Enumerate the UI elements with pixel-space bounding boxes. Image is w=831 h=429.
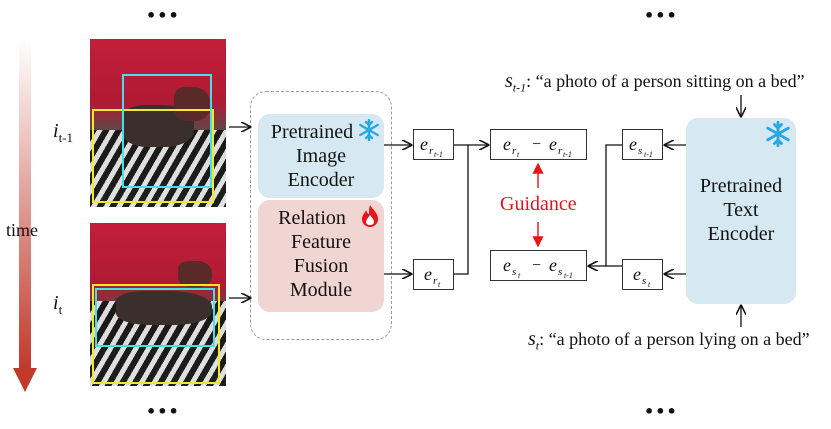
relation-line-1: Relation	[278, 207, 346, 229]
feature-box-s-curr	[622, 259, 663, 290]
caption-curr: st: “a photo of a person lying on a bed”	[528, 328, 810, 354]
frame-curr-sub: t	[58, 302, 63, 317]
text-encoder-line-3: Encoder	[707, 223, 775, 245]
ellipsis-top-right: •••	[644, 6, 678, 25]
svg-text:e: e	[503, 134, 511, 154]
relation-line-2: Feature	[291, 231, 351, 253]
text-encoder: Pretrained Text Encoder	[686, 118, 796, 304]
svg-text:e: e	[633, 264, 641, 284]
caption-prev-symbol: s	[505, 70, 513, 92]
snowflake-icon	[766, 121, 790, 147]
svg-text:t-1: t-1	[563, 150, 572, 159]
svg-text:s: s	[558, 266, 562, 278]
text-encoder-line-1: Pretrained	[699, 175, 783, 197]
caption-prev-sub: t-1	[512, 80, 527, 95]
frame-curr-image	[90, 223, 226, 386]
svg-text:e: e	[424, 264, 432, 284]
svg-text:t-1: t-1	[564, 271, 573, 280]
svg-text:t: t	[438, 280, 441, 289]
svg-text:r: r	[433, 275, 438, 287]
image-encoder: Pretrained Image Encoder	[258, 114, 384, 198]
caption-curr-symbol: s	[528, 328, 536, 350]
svg-text:−: −	[532, 136, 541, 153]
frame-curr-base: i	[53, 292, 59, 314]
caption-curr-text: : “a photo of a person lying on a bed”	[539, 329, 810, 349]
bbox-curr-subject	[92, 284, 220, 384]
feature-box-r-diff	[490, 129, 587, 160]
bbox-prev-subject	[92, 109, 214, 203]
svg-text:t: t	[517, 150, 520, 159]
relation-line-3: Fusion	[293, 255, 349, 277]
ellipsis-bottom-left: •••	[146, 402, 180, 421]
svg-text:s: s	[512, 266, 516, 278]
guidance-label: Guidance	[500, 193, 577, 215]
svg-text:e: e	[549, 255, 557, 275]
bbox-prev-object	[122, 74, 212, 188]
relation-line-4: Module	[289, 279, 353, 301]
svg-text:e: e	[629, 134, 637, 154]
caption-prev: st-1: “a photo of a person sitting on a …	[505, 70, 805, 96]
svg-text:r: r	[558, 145, 563, 157]
frame-prev-base: i	[53, 120, 59, 142]
feature-box-r-curr	[413, 259, 454, 290]
svg-text:r: r	[512, 145, 517, 157]
image-encoder-line-2: Image	[296, 145, 346, 167]
frame-prev-image	[90, 39, 226, 207]
frame-prev-label: it-1	[53, 120, 73, 146]
svg-text:−: −	[532, 257, 541, 274]
svg-text:e: e	[503, 255, 511, 275]
feature-box-s-diff	[490, 250, 587, 281]
ellipsis-top-left: •••	[146, 6, 180, 25]
feature-box-s-prev	[622, 129, 663, 160]
svg-text:s: s	[642, 275, 646, 287]
fire-icon	[362, 205, 378, 227]
svg-text:t-1: t-1	[434, 150, 443, 159]
time-arrow	[13, 40, 37, 392]
caption-curr-sub: t	[535, 338, 540, 353]
caption-prev-text: : “a photo of a person sitting on a bed”	[526, 71, 805, 91]
time-label: time	[6, 220, 38, 240]
frame-curr-label: it	[53, 292, 62, 318]
image-encoder-line-1: Pretrained	[270, 121, 354, 143]
snowflake-icon	[359, 119, 379, 141]
frame-prev-sub: t-1	[58, 130, 74, 145]
svg-text:s: s	[638, 145, 642, 157]
svg-text:t: t	[518, 271, 521, 280]
bbox-curr-object	[95, 288, 215, 347]
ellipsis-bottom-right: •••	[644, 402, 678, 421]
image-encoder-line-3: Encoder	[287, 169, 355, 191]
svg-text:t: t	[648, 280, 651, 289]
svg-text:t-1: t-1	[644, 150, 653, 159]
svg-text:r: r	[429, 145, 434, 157]
svg-text:e: e	[549, 134, 557, 154]
text-encoder-line-2: Text	[723, 199, 759, 221]
feature-box-r-prev	[413, 129, 454, 160]
svg-text:e: e	[420, 134, 428, 154]
visual-encoder-group	[250, 91, 392, 340]
